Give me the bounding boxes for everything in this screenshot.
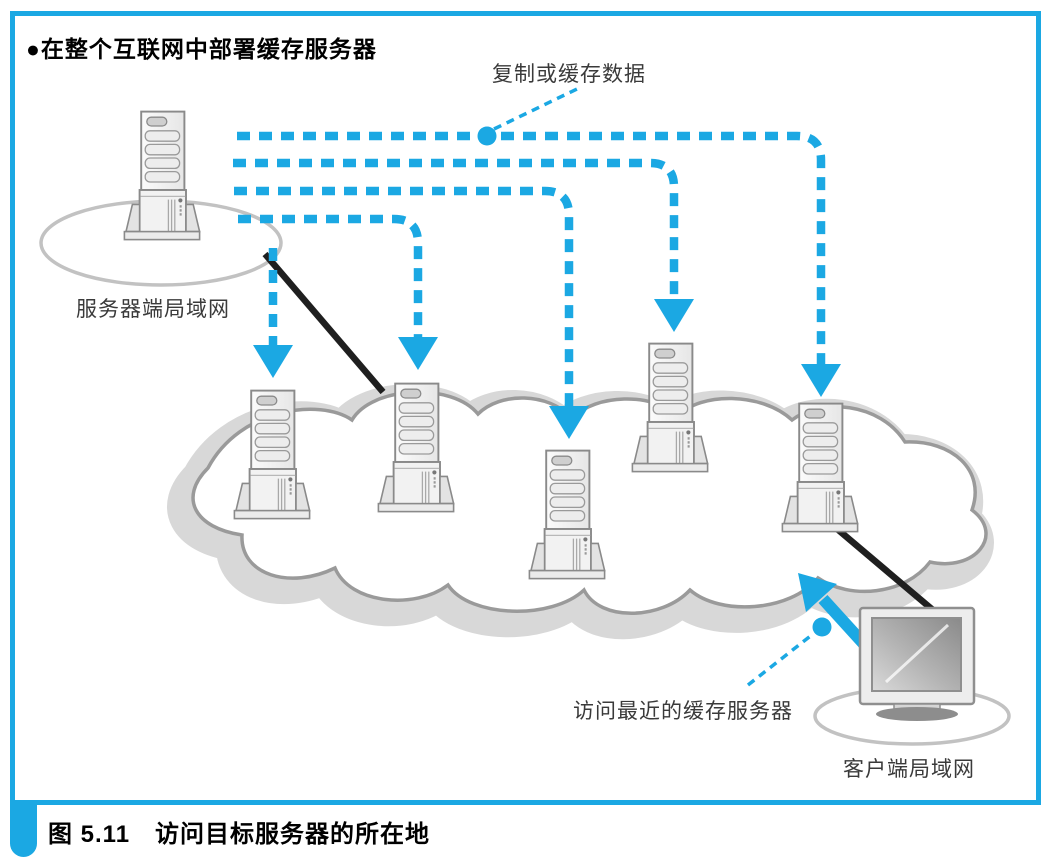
replicate-leader-line (493, 87, 578, 131)
replicate-arrow-3-path (234, 186, 574, 406)
access-leader-line (746, 632, 815, 687)
figure-heading: ●在整个互联网中部署缓存服务器 (26, 36, 377, 62)
replicate-arrow-5-path (237, 131, 826, 364)
link-origin-to-cloud (262, 251, 386, 395)
access-anchor-dot (812, 617, 832, 637)
caption-pill (10, 800, 37, 857)
replicate-arrowheads (253, 299, 841, 439)
origin-server-icon (123, 110, 201, 241)
arrowhead-1 (253, 345, 293, 378)
frame-border-left (10, 11, 15, 805)
frame-border-top (10, 11, 1041, 16)
label-client-lan: 客户端局域网 (843, 758, 975, 781)
frame-border-bottom (10, 800, 1041, 805)
access-arrowhead (798, 573, 837, 612)
screen-glare (884, 623, 950, 684)
replicate-annotation (477, 87, 578, 146)
label-access-nearest-cache: 访问最近的缓存服务器 (573, 700, 793, 723)
replicate-anchor-dot (477, 126, 497, 146)
arrowhead-2 (398, 337, 438, 370)
replicate-arrows (233, 131, 826, 406)
label-replicate-or-cache: 复制或缓存数据 (492, 63, 646, 86)
access-annotation (746, 617, 832, 687)
arrowhead-5 (801, 364, 841, 397)
replicate-arrow-4-path (233, 158, 679, 299)
arrowhead-3 (549, 406, 589, 439)
label-server-lan: 服务器端局域网 (76, 298, 230, 321)
replicate-arrow-2-path (238, 214, 423, 337)
arrowhead-4 (654, 299, 694, 332)
frame-border-right (1036, 11, 1041, 805)
monitor-base (876, 707, 958, 721)
figure-caption: 图 5.11 访问目标服务器的所在地 (48, 821, 431, 848)
crt-monitor-icon (858, 606, 976, 721)
